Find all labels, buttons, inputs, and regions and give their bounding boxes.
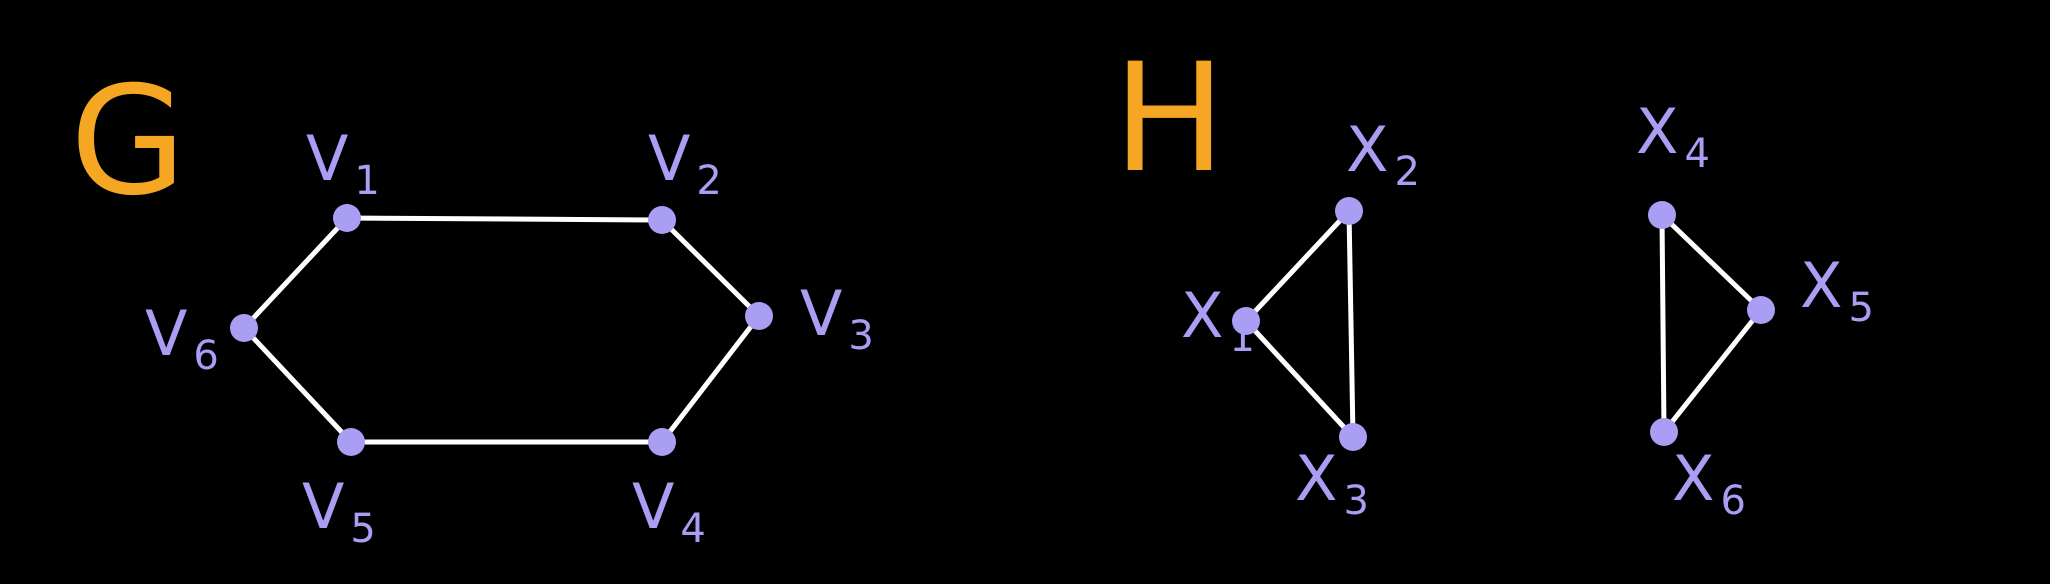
vertex-label-letter: X bbox=[1295, 442, 1337, 515]
vertex-v3 bbox=[745, 302, 773, 330]
vertex-x2 bbox=[1335, 197, 1363, 225]
edge-x1-x2 bbox=[1243, 208, 1352, 324]
vertex-x4 bbox=[1648, 201, 1676, 229]
vertex-label-subscript: 6 bbox=[1720, 478, 1745, 524]
vertex-label-letter: X bbox=[1636, 95, 1678, 168]
vertex-x5 bbox=[1747, 296, 1775, 324]
vertex-label-subscript: 4 bbox=[1684, 131, 1709, 177]
edge-v2-v3 bbox=[659, 217, 762, 319]
vertex-label-letter: V bbox=[145, 297, 187, 370]
edge-x4-x5 bbox=[1659, 212, 1764, 313]
edge-v1-v2 bbox=[344, 215, 665, 223]
vertex-v4 bbox=[648, 428, 676, 456]
vertex-label-letter: V bbox=[800, 277, 842, 350]
vertex-label-letter: V bbox=[306, 122, 348, 195]
vertex-v6 bbox=[230, 314, 258, 342]
vertex-label-letter: X bbox=[1672, 442, 1714, 515]
vertex-label-letter: V bbox=[632, 470, 674, 543]
vertex-v1 bbox=[333, 204, 361, 232]
vertex-label-subscript: 5 bbox=[350, 506, 375, 552]
vertex-label-letter: X bbox=[1181, 279, 1223, 352]
edge-v6-v1 bbox=[241, 215, 350, 331]
vertex-label-subscript: 6 bbox=[193, 333, 218, 379]
edge-x3-x1 bbox=[1243, 318, 1356, 440]
vertex-label-subscript: 5 bbox=[1848, 285, 1873, 331]
vertex-x3 bbox=[1339, 423, 1367, 451]
vertex-label-subscript: 2 bbox=[696, 158, 721, 204]
edge-v3-v4 bbox=[659, 313, 762, 445]
vertices-layer bbox=[230, 197, 1775, 456]
edge-v5-v6 bbox=[241, 325, 354, 445]
edge-x6-x4 bbox=[1659, 212, 1667, 435]
vertex-label-subscript: 3 bbox=[848, 313, 873, 359]
vertex-label-letter: X bbox=[1346, 113, 1388, 186]
edge-x2-x3 bbox=[1346, 208, 1356, 440]
vertex-label-subscript: 3 bbox=[1343, 478, 1368, 524]
vertex-x6 bbox=[1650, 418, 1678, 446]
vertex-x1 bbox=[1232, 307, 1260, 335]
vertex-label-subscript: 4 bbox=[680, 506, 705, 552]
vertex-v5 bbox=[337, 428, 365, 456]
vertex-v2 bbox=[648, 206, 676, 234]
vertex-label-letter: X bbox=[1800, 249, 1842, 322]
vertex-label-subscript: 1 bbox=[1229, 315, 1254, 361]
vertex-label-subscript: 2 bbox=[1394, 149, 1419, 195]
edges-layer bbox=[241, 208, 1764, 445]
graph-name-g: G bbox=[70, 55, 186, 229]
vertex-label-letter: V bbox=[302, 470, 344, 543]
graph-name-h: H bbox=[1113, 32, 1226, 206]
edge-x5-x6 bbox=[1661, 307, 1764, 435]
vertex-label-subscript: 1 bbox=[354, 158, 379, 204]
vertex-label-letter: V bbox=[648, 122, 690, 195]
